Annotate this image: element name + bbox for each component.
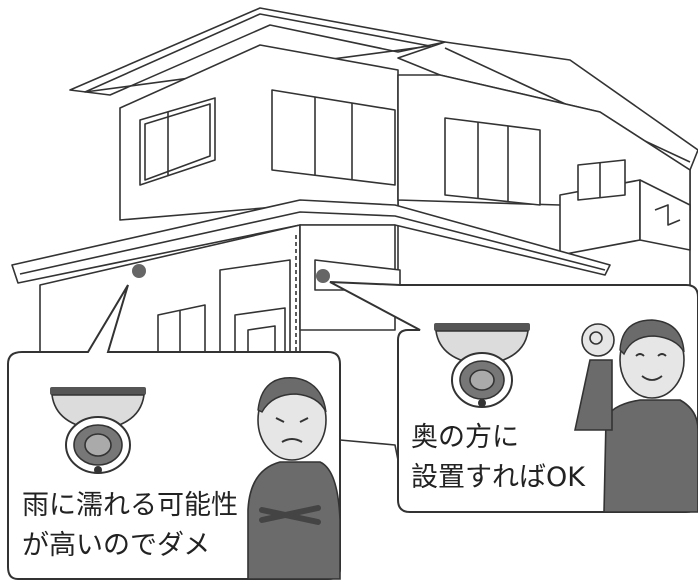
upper-window-left	[139, 97, 216, 186]
upper-window-right	[444, 117, 541, 206]
person-ok-gesture	[574, 319, 698, 513]
camera-location-marker-inner	[316, 269, 330, 283]
dome-camera-left	[50, 387, 146, 474]
right-caption-line-2: 設置すればOK	[411, 462, 585, 493]
camera-location-marker-eave	[132, 264, 146, 278]
right-caption-line-1: 奥の方に	[411, 422, 519, 453]
right-bubble-caption: 奥の方に 設置すればOK	[411, 418, 585, 498]
upper-window-center	[271, 89, 396, 186]
left-caption-line-1: 雨に濡れる可能性	[22, 490, 238, 521]
left-bubble-caption: 雨に濡れる可能性 が高いのでダメ	[22, 486, 238, 566]
left-caption-line-2: が高いのでダメ	[22, 530, 211, 561]
upper-window-far-right	[577, 159, 626, 201]
person-disapproving	[247, 377, 341, 580]
dome-camera-right	[434, 323, 530, 408]
